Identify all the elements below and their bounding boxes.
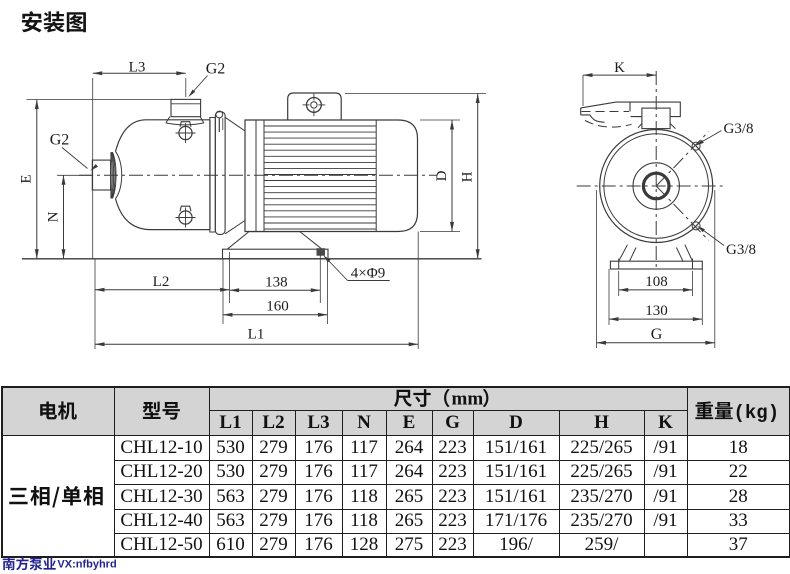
svg-text:108: 108 xyxy=(645,274,668,290)
svg-text:N: N xyxy=(46,211,62,222)
svg-text:G2: G2 xyxy=(50,132,70,149)
svg-text:L1: L1 xyxy=(248,327,265,343)
svg-text:K: K xyxy=(614,60,625,76)
svg-text:L3: L3 xyxy=(129,60,146,76)
svg-text:160: 160 xyxy=(266,299,289,315)
svg-text:4×Φ9: 4×Φ9 xyxy=(351,266,385,282)
svg-text:D: D xyxy=(434,170,450,181)
svg-text:130: 130 xyxy=(645,303,668,319)
svg-text:L2: L2 xyxy=(153,274,170,290)
svg-text:G2: G2 xyxy=(206,61,226,78)
svg-text:H: H xyxy=(460,171,476,182)
svg-text:138: 138 xyxy=(265,275,288,291)
svg-text:E: E xyxy=(19,174,35,183)
svg-text:G3/8: G3/8 xyxy=(726,242,756,258)
svg-text:G3/8: G3/8 xyxy=(724,121,754,137)
svg-text:G: G xyxy=(651,326,663,343)
